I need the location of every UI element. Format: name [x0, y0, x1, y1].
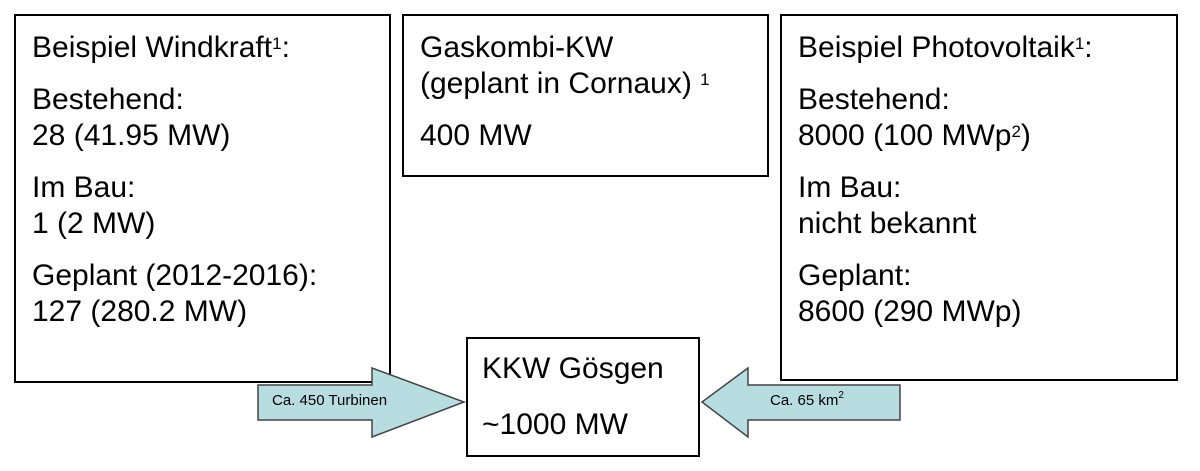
gas-box: Gaskombi-KW (geplant in Cornaux) 1 400 M… [402, 14, 769, 177]
pv-existing-close: ) [1020, 119, 1031, 152]
footnote-mark: 1 [272, 34, 282, 53]
superscript: 2 [838, 390, 844, 401]
footnote-mark: 2 [1011, 122, 1021, 141]
wind-title-colon: : [281, 31, 290, 64]
wind-planned-label: Geplant (2012-2016): [32, 259, 318, 292]
wind-construction-label: Im Bau: [32, 171, 136, 204]
footnote-mark: 1 [1074, 34, 1085, 53]
pv-title-colon: : [1084, 31, 1093, 64]
pv-box: Beispiel Photovoltaik1: Bestehend: 8000 … [780, 14, 1178, 381]
wind-construction-value: 1 (2 MW) [32, 207, 156, 240]
nuclear-box: KKW Gösgen ~1000 MW [466, 337, 700, 457]
wind-box: Beispiel Windkraft1: Bestehend: 28 (41.9… [14, 14, 391, 383]
nuclear-title: KKW Gösgen [482, 352, 664, 385]
wind-existing-label: Bestehend: [32, 83, 184, 116]
right-arrow [700, 366, 901, 439]
gas-location: (geplant in Cornaux) [420, 67, 692, 100]
left-arrow [257, 366, 467, 439]
right-arrow-text: Ca. 65 km [770, 392, 839, 409]
wind-planned-value: 127 (280.2 MW) [32, 295, 248, 328]
wind-title: Beispiel Windkraft [32, 31, 273, 64]
gas-value: 400 MW [420, 119, 532, 152]
wind-existing-value: 28 (41.95 MW) [32, 119, 231, 152]
pv-planned-value: 8600 (290 MWp) [798, 295, 1022, 328]
nuclear-value: ~1000 MW [482, 408, 628, 441]
footnote-mark: 1 [700, 70, 710, 89]
pv-planned-label: Geplant: [798, 259, 912, 292]
pv-construction-value: nicht bekannt [798, 207, 977, 240]
pv-existing-label: Bestehend: [798, 83, 950, 116]
pv-construction-label: Im Bau: [798, 171, 902, 204]
left-arrow-label: Ca. 450 Turbinen [272, 392, 388, 409]
pv-existing-value: 8000 (100 MWp [798, 119, 1012, 152]
gas-title: Gaskombi-KW [420, 31, 614, 64]
pv-title: Beispiel Photovoltaik [798, 31, 1075, 64]
right-arrow-label: Ca. 65 km2 [770, 390, 844, 409]
